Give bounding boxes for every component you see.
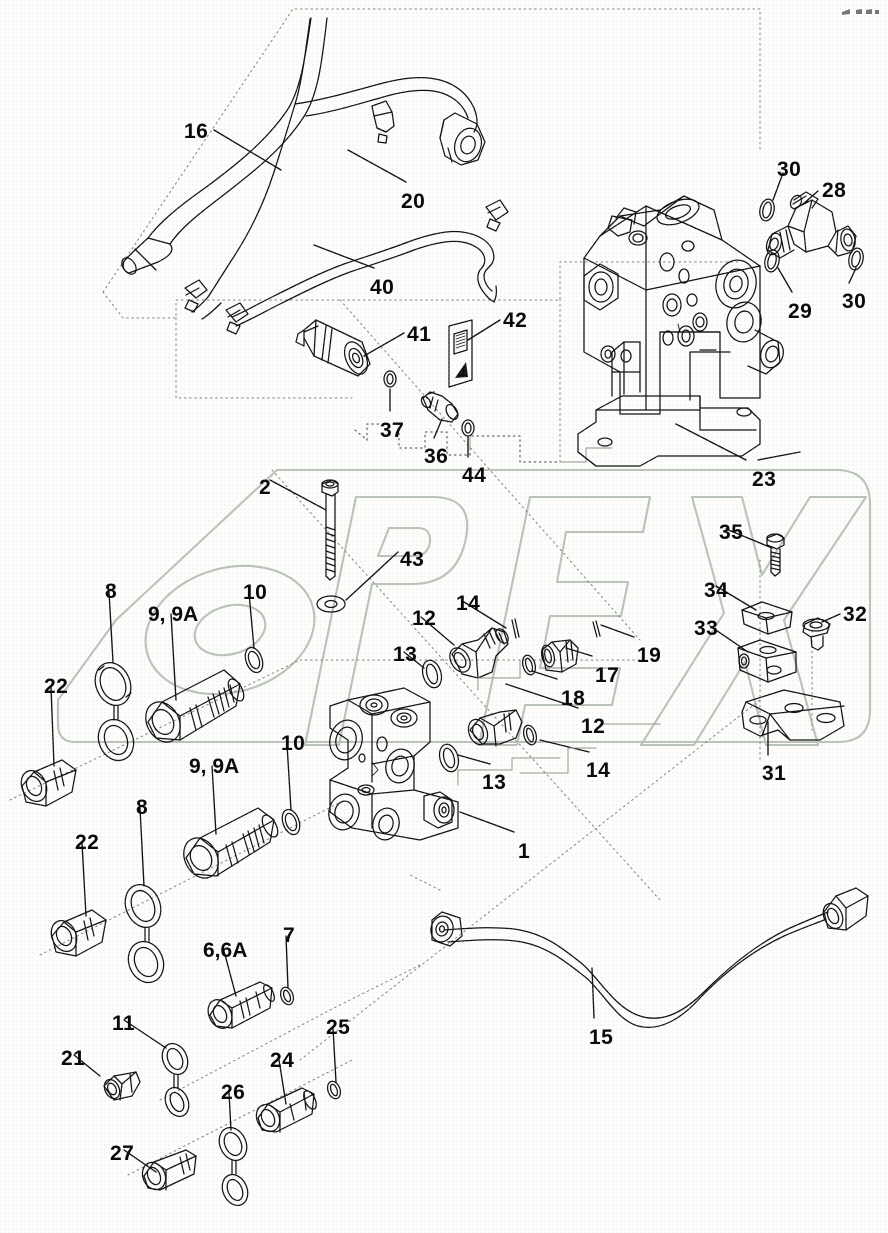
callout-41: 41 <box>407 323 432 346</box>
callout-8b: 8 <box>136 796 149 819</box>
callout-10a: 10 <box>243 581 268 604</box>
callout-14b: 14 <box>586 759 611 782</box>
callout-12b: 12 <box>581 715 606 738</box>
callout-30a: 30 <box>777 158 802 181</box>
fitting-12-upper <box>449 627 509 679</box>
callout-31: 31 <box>762 762 787 785</box>
assembly-axis-lines <box>9 299 813 1176</box>
part-44-oring <box>461 419 475 437</box>
callout-10b: 10 <box>281 732 306 755</box>
callout-22a: 22 <box>44 675 69 698</box>
callout-28: 28 <box>822 179 847 202</box>
callout-22b: 22 <box>75 831 100 854</box>
part-26-dustcap <box>218 1126 249 1207</box>
part-36-fitting <box>420 391 459 423</box>
callout-27: 27 <box>110 1142 135 1165</box>
part-25-oring <box>326 1080 342 1100</box>
oring-18 <box>521 654 537 676</box>
callout-24: 24 <box>270 1049 295 1072</box>
callout-34: 34 <box>704 579 729 602</box>
coupler-group-b <box>50 807 301 984</box>
callout-11: 11 <box>112 1012 136 1035</box>
part-21-fitting <box>103 1071 141 1101</box>
callout-16: 16 <box>184 120 209 143</box>
part-20-hose <box>184 18 486 320</box>
callout-30b: 30 <box>842 290 867 313</box>
part-35-bolt <box>766 533 785 577</box>
callout-17: 17 <box>595 664 620 687</box>
callout-9-9Aa: 9, 9A <box>148 603 199 626</box>
part-32-bolt <box>802 617 831 651</box>
callout-6-6A: 6,6A <box>203 939 248 962</box>
corner-registration-marks <box>842 9 879 15</box>
part-34-clamp-plate <box>741 601 793 635</box>
callout-19: 19 <box>637 644 662 667</box>
callout-20: 20 <box>401 190 426 213</box>
fitting-12-lower <box>467 709 523 747</box>
callout-35: 35 <box>719 521 744 544</box>
o-rings-29-30 <box>759 198 864 273</box>
part-11-dustcap <box>161 1042 190 1118</box>
part-31-bracket <box>741 689 845 741</box>
callout-8a: 8 <box>105 580 118 603</box>
leader-lines <box>50 129 857 1173</box>
callout-42: 42 <box>503 309 528 332</box>
callout-21: 21 <box>61 1047 86 1070</box>
callout-44: 44 <box>462 464 487 487</box>
oring-14-lower <box>522 724 538 746</box>
callout-43: 43 <box>400 548 425 571</box>
part-7-oring <box>279 986 295 1006</box>
callout-13a: 13 <box>393 643 418 666</box>
part-24-coupler <box>255 1087 317 1133</box>
part-42-decal <box>448 319 473 388</box>
part-1-manifold <box>328 687 459 841</box>
callout-bracket-lines <box>457 435 661 786</box>
callout-33: 33 <box>694 617 719 640</box>
coupler-group-a <box>20 646 264 807</box>
callout-12a: 12 <box>412 607 437 630</box>
oring-19 <box>592 620 601 638</box>
callout-37: 37 <box>380 419 405 442</box>
part-40-tube <box>225 199 509 335</box>
part-33-clamp-block <box>737 639 797 683</box>
part-2-bolt <box>321 479 339 581</box>
part-27-nut <box>141 1149 197 1191</box>
callout-25: 25 <box>326 1016 351 1039</box>
part-16-hose <box>121 17 328 275</box>
oring-13-upper <box>421 659 443 689</box>
part-41-cartridge <box>295 319 371 377</box>
callout-2: 2 <box>259 476 272 499</box>
callout-23: 23 <box>752 468 777 491</box>
callout-14a: 14 <box>456 592 481 615</box>
group-outline-upper <box>102 8 761 399</box>
callout-1: 1 <box>518 840 531 863</box>
watermark-opex <box>56 468 872 747</box>
callout-15: 15 <box>589 1026 614 1049</box>
callout-40: 40 <box>370 276 395 299</box>
callout-7: 7 <box>283 924 296 947</box>
oring-13-lower <box>438 743 460 773</box>
callout-13b: 13 <box>482 771 507 794</box>
callout-18: 18 <box>561 687 586 710</box>
callout-26: 26 <box>221 1081 246 1104</box>
callout-9-9Ab: 9, 9A <box>189 755 240 778</box>
part-6-coupler <box>207 981 275 1029</box>
part-43-washer <box>316 595 346 613</box>
part-15-tube <box>430 887 869 1028</box>
oring-14-upper <box>511 618 520 639</box>
part-23-control-valve <box>577 195 784 467</box>
part-37-oring <box>383 370 397 388</box>
callout-32: 32 <box>843 603 868 626</box>
callout-36: 36 <box>424 445 449 468</box>
callout-29: 29 <box>788 300 813 323</box>
fitting-17 <box>540 639 579 673</box>
